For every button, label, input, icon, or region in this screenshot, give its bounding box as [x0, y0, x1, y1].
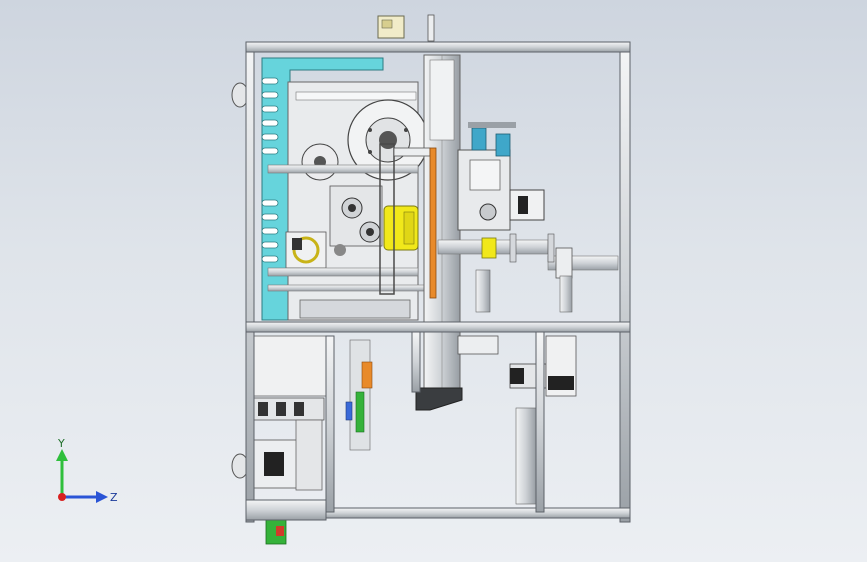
gear-mechanism	[329, 185, 383, 256]
origin-icon	[58, 493, 66, 501]
z-axis-label: Z	[110, 491, 118, 504]
guide-rods	[267, 164, 429, 292]
vertical-slide	[415, 54, 463, 411]
lower-components	[457, 335, 577, 505]
cabinet-parts	[253, 335, 373, 545]
y-axis-label: Y	[57, 437, 65, 450]
y-axis-arrowhead-icon	[56, 449, 68, 461]
pneumatic-valves	[468, 122, 516, 157]
z-axis-arrowhead-icon	[96, 491, 108, 503]
right-shaft	[437, 233, 619, 313]
side-knobs	[231, 82, 249, 479]
motor-block	[457, 149, 545, 231]
yellow-actuator	[383, 205, 419, 251]
carriage-frame	[379, 143, 437, 299]
coordinate-triad: Y Z	[56, 437, 118, 504]
top-fixture	[377, 14, 435, 42]
ring-assembly	[285, 231, 327, 269]
cyan-mounting-plate	[261, 57, 384, 321]
small-pulley	[301, 143, 339, 181]
outer-frame	[245, 41, 631, 523]
